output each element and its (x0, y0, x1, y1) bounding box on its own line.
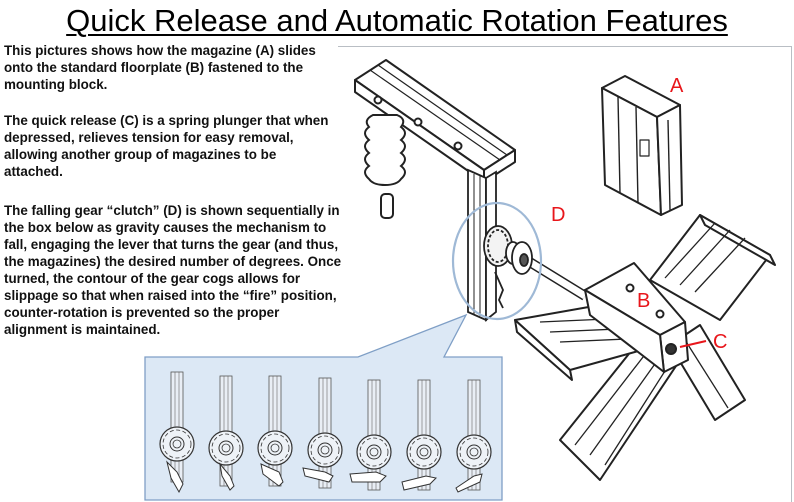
gear-clutch-assembly (483, 225, 588, 309)
description-paragraph-clutch: The falling gear “clutch” (D) is shown s… (4, 203, 342, 337)
magazine-a (601, 75, 683, 216)
page-title: Quick Release and Automatic Rotation Fea… (66, 3, 728, 38)
sequence-frame-1 (159, 371, 195, 494)
label-a: A (670, 75, 684, 97)
sequence-frame-6 (401, 379, 442, 491)
sequence-frame-4 (302, 377, 343, 489)
label-c: C (713, 331, 728, 353)
sequence-frame-3 (257, 375, 293, 487)
description-paragraph-magazine: This pictures shows how the magazine (A)… (4, 43, 316, 92)
clutch-sequence-callout (144, 313, 503, 501)
floorplate-hub (514, 214, 776, 481)
sequence-frame-5 (349, 379, 392, 491)
grip-handle (364, 114, 406, 219)
sequence-frame-7 (455, 379, 492, 493)
drawing-frame (338, 46, 792, 502)
description-paragraph-quick-release: The quick release (C) is a spring plunge… (4, 113, 329, 179)
label-b: B (637, 290, 651, 312)
clutch-highlight-ellipse (451, 201, 543, 321)
label-d: D (551, 204, 566, 226)
sequence-frame-2 (208, 375, 244, 491)
